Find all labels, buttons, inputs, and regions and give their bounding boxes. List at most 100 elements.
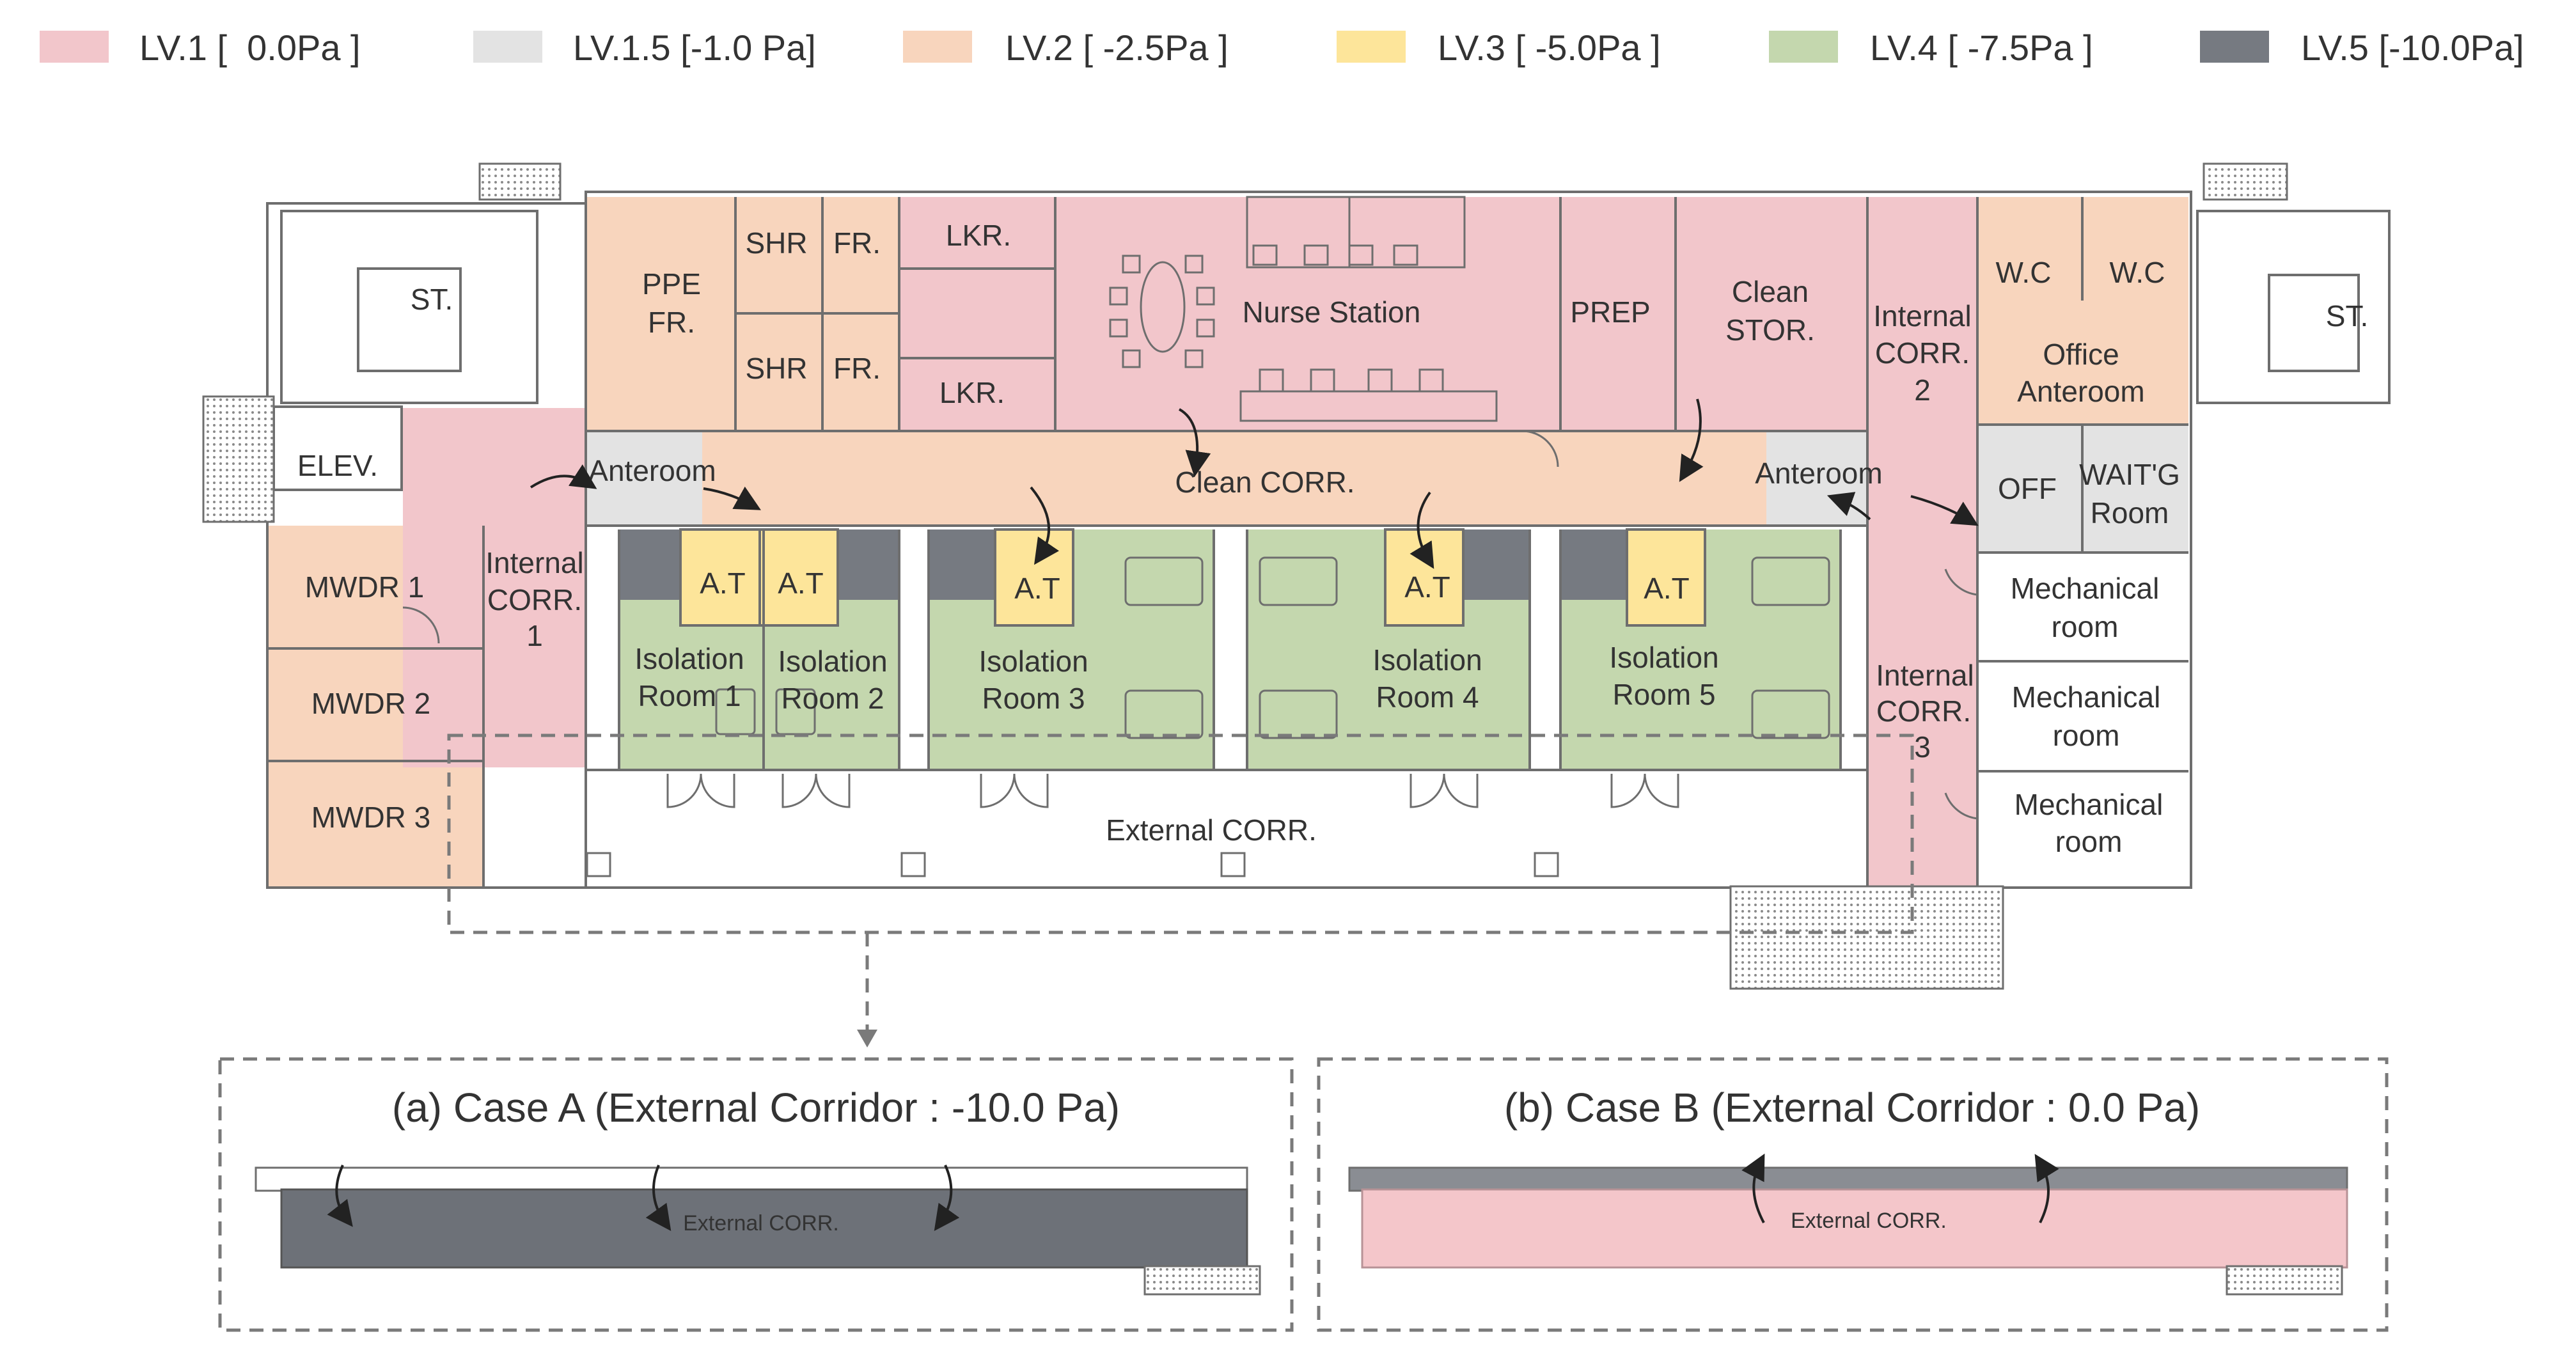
label-mech2-2: room [2053, 719, 2120, 752]
label-fr-top: FR. [833, 226, 881, 260]
legend-item-lv1-5: LV.1.5 [-1.0 Pa] [473, 27, 816, 68]
case-a-frame [218, 1057, 1294, 1332]
legend-item-lv1: LV.1 [ 0.0Pa ] [40, 27, 361, 68]
zone-lv5-5 [1560, 529, 1627, 600]
label-iso2-2: Room 2 [781, 682, 884, 715]
label-iso4-1: Isolation [1372, 643, 1482, 677]
legend-label-lv5: LV.5 [-10.0Pa] [2301, 27, 2524, 68]
zone-lv5-1 [619, 529, 680, 600]
label-mech2-1: Mechanical [2012, 680, 2161, 714]
label-at-5: A.T [1644, 572, 1690, 605]
label-iso2-1: Isolation [778, 645, 887, 678]
legend-swatch-lv1 [40, 31, 109, 63]
door-swings [402, 430, 1978, 820]
label-waitg-2: Room [2091, 496, 2169, 529]
shaft-hatches [202, 162, 2288, 990]
callout [447, 733, 1914, 1030]
legend-item-lv5: LV.5 [-10.0Pa] [2200, 27, 2524, 68]
case-b-title: (b) Case B (External Corridor : 0.0 Pa) [1504, 1085, 2200, 1131]
label-external-corr: External CORR. [1106, 813, 1317, 847]
label-at-2: A.T [778, 567, 824, 600]
case-a-title: (a) Case A (External Corridor : -10.0 Pa… [392, 1085, 1120, 1131]
zone-internal-corr-2-3 [1867, 197, 1977, 886]
isolation-beds [715, 556, 1830, 739]
zone-at-2 [760, 529, 838, 625]
label-at-4: A.T [1404, 570, 1450, 604]
label-anteroom-left: Anteroom [588, 454, 716, 487]
label-waitg-1: WAIT'G [2079, 458, 2180, 491]
legend-label-lv1-5: LV.1.5 [-1.0 Pa] [573, 27, 816, 68]
label-iso5-2: Room 5 [1612, 678, 1715, 711]
callout-arrowhead [857, 1030, 877, 1047]
case-b-corridor [1361, 1188, 2348, 1269]
label-ppe-2: FR. [648, 306, 695, 339]
room-labels: ST. ELEV. PPE FR. SHR FR. SHR FR. LKR. L… [297, 219, 2368, 858]
legend-swatch-lv5 [2200, 31, 2269, 63]
zone-lv5-4 [1463, 529, 1530, 600]
label-clean-stor-2: STOR. [1725, 313, 1815, 347]
label-internal-corr1-2: CORR. [487, 583, 582, 616]
label-mech3-1: Mechanical [2014, 788, 2164, 821]
label-at-3: A.T [1014, 572, 1060, 605]
label-clean-corr: Clean CORR. [1175, 466, 1355, 499]
zone-anteroom-left [587, 430, 702, 524]
label-lkr-top: LKR. [946, 219, 1011, 252]
label-office-anteroom-1: Office [2043, 338, 2119, 371]
legend-label-lv3: LV.3 [ -5.0Pa ] [1438, 27, 1661, 68]
case-b-panel: (b) Case B (External Corridor : 0.0 Pa) … [1317, 1057, 2389, 1332]
legend-label-lv2: LV.2 [ -2.5Pa ] [1005, 27, 1229, 68]
legend-label-lv4: LV.4 [ -7.5Pa ] [1870, 27, 2093, 68]
zone-at-1 [680, 529, 760, 625]
label-ppe-1: PPE [642, 267, 701, 301]
label-shr-bottom: SHR [745, 352, 807, 385]
label-internal-corr2-1: Internal [1873, 299, 1971, 333]
airflow-arrows [530, 398, 1979, 569]
legend: LV.1 [ 0.0Pa ] LV.1.5 [-1.0 Pa] LV.2 [ -… [40, 27, 2524, 68]
zone-internal-corr-1 [403, 408, 586, 767]
label-fr-bottom: FR. [833, 352, 881, 385]
label-shr-top: SHR [745, 226, 807, 260]
label-mech1-1: Mechanical [2011, 572, 2160, 605]
label-mech3-2: room [2055, 825, 2123, 858]
label-mwdr3: MWDR 3 [311, 801, 431, 834]
stair-right-outline [2196, 210, 2391, 404]
label-office-anteroom-2: Anteroom [2017, 375, 2144, 408]
zone-fills [267, 197, 2188, 888]
case-a-corridor-label: External CORR. [683, 1211, 839, 1235]
label-wc-left: W.C [1996, 256, 2052, 289]
zone-lv5-3 [929, 529, 995, 600]
case-a-corridor [280, 1188, 1248, 1269]
column-markers [586, 852, 1559, 877]
legend-item-lv3: LV.3 [ -5.0Pa ] [1337, 27, 1661, 68]
zone-lv5-2 [838, 529, 899, 600]
label-mech1-2: room [2052, 610, 2119, 643]
label-iso4-2: Room 4 [1376, 680, 1479, 714]
label-internal-corr1-3: 1 [526, 619, 543, 652]
zone-clean-corr [702, 430, 1766, 524]
label-mwdr2: MWDR 2 [311, 687, 431, 720]
legend-swatch-lv3 [1337, 31, 1406, 63]
label-nurse-station: Nurse Station [1243, 295, 1421, 329]
case-b-arrows [1741, 1153, 2059, 1223]
legend-item-lv4: LV.4 [ -7.5Pa ] [1769, 27, 2093, 68]
label-internal-corr3-2: CORR. [1876, 694, 1971, 728]
label-off: OFF [1998, 472, 2057, 505]
label-internal-corr1-1: Internal [485, 546, 583, 579]
label-iso1-2: Room 1 [638, 679, 741, 712]
label-st-left: ST. [411, 283, 453, 316]
case-a-panel: (a) Case A (External Corridor : -10.0 Pa… [218, 1057, 1294, 1332]
legend-item-lv2: LV.2 [ -2.5Pa ] [903, 27, 1229, 68]
label-st-right: ST. [2326, 299, 2368, 333]
case-b-frame [1317, 1057, 2389, 1332]
case-b-corridor-label: External CORR. [1791, 1209, 1947, 1233]
label-mwdr1: MWDR 1 [305, 570, 425, 604]
zone-at-3 [995, 529, 1073, 625]
legend-swatch-lv1-5 [473, 31, 542, 63]
label-iso3-1: Isolation [978, 645, 1088, 678]
label-lkr-bottom: LKR. [939, 376, 1005, 409]
zone-prep-clean-stor [1560, 197, 1867, 431]
label-clean-stor-1: Clean [1732, 275, 1809, 308]
case-a-arrows [327, 1165, 960, 1232]
